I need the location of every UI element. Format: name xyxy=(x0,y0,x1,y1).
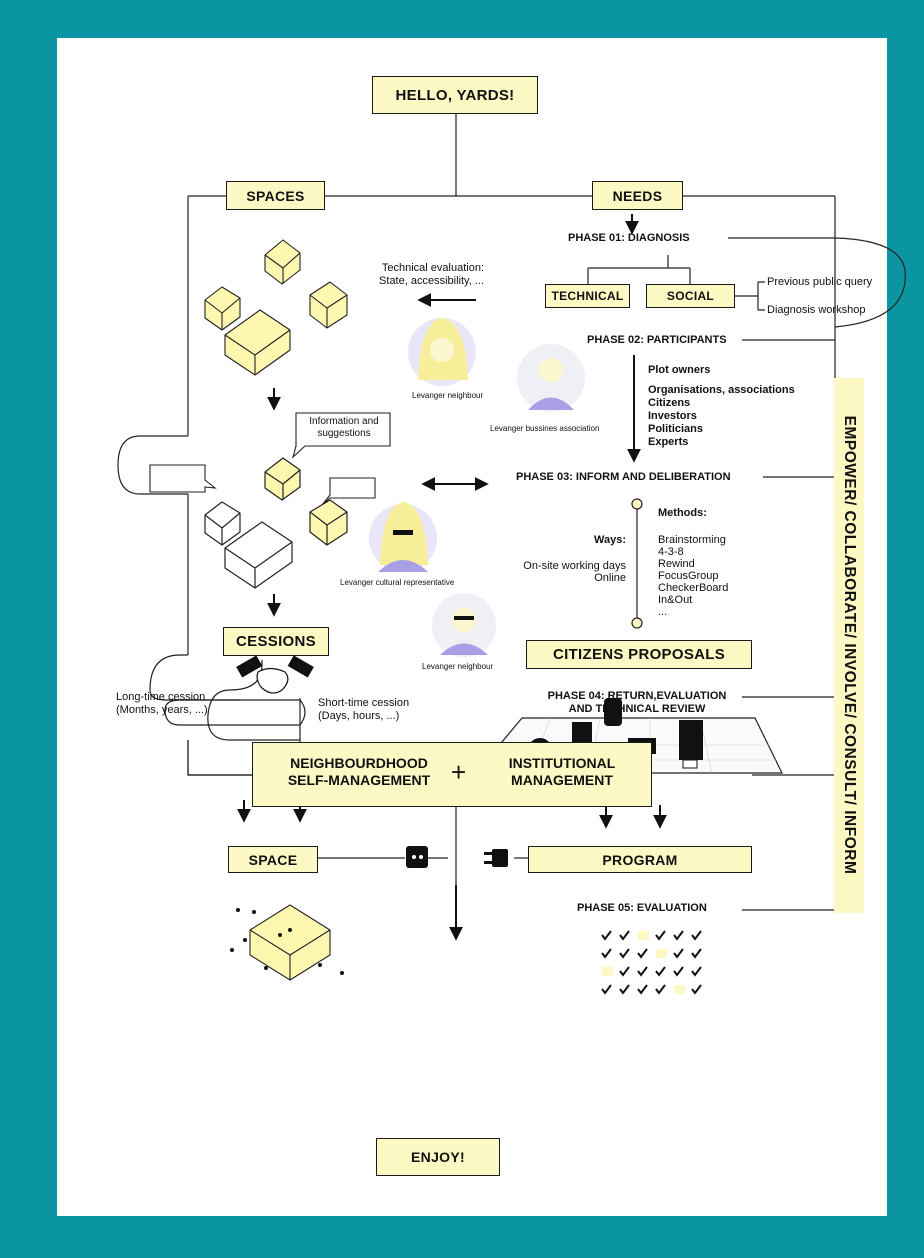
participant-item: Experts xyxy=(648,436,689,448)
needs-box: NEEDS xyxy=(592,181,683,210)
bubble-text-2: suggestions xyxy=(317,428,371,439)
phase02-label: PHASE 02: PARTICIPANTS xyxy=(587,334,727,346)
social-box: SOCIAL xyxy=(646,284,735,308)
persona-label-neighbour-2: Levanger neighbour xyxy=(422,662,494,671)
phase04-line-2: AND TECHNICAL REVIEW xyxy=(568,703,706,715)
institutional-line-1: INSTITUTIONAL xyxy=(508,755,616,771)
persona-label-neighbour: Levanger neighbour xyxy=(412,391,484,400)
long-cession-1: Long-time cession xyxy=(116,691,206,703)
ways-title: Ways: xyxy=(594,534,626,546)
cessions-box: CESSIONS xyxy=(223,627,329,656)
method-item: ... xyxy=(658,606,668,618)
management-box xyxy=(252,742,652,807)
participant-item: Organisations, associations xyxy=(648,384,795,396)
short-cession-1: Short-time cession xyxy=(318,697,410,709)
method-item: FocusGroup xyxy=(658,570,719,582)
neighbourhood-line-2: SELF-MANAGEMENT xyxy=(287,772,431,788)
phase04-line-1: PHASE 04: RETURN,EVALUATION xyxy=(547,690,727,702)
technical-evaluation-1: Technical evaluation: xyxy=(381,262,484,274)
participation-levels: EMPOWER/ COLLABORATE/ INVOLVE/ CONSULT/ … xyxy=(841,415,858,875)
methods-title: Methods: xyxy=(658,507,707,519)
phase03-label: PHASE 03: INFORM AND DELIBERATION xyxy=(516,471,731,483)
method-item: In&Out xyxy=(658,594,693,606)
diagnosis-workshop-label: Diagnosis workshop xyxy=(767,304,866,316)
evaluation-checks xyxy=(601,930,702,995)
participant-item: Politicians xyxy=(648,423,704,435)
phase05-label: PHASE 05: EVALUATION xyxy=(577,902,707,914)
institutional-line-2: MANAGEMENT xyxy=(511,772,613,788)
plot-owners-label: Plot owners xyxy=(648,364,711,376)
persona-label-cultural: Levanger cultural representative xyxy=(340,578,455,587)
method-item: Brainstorming xyxy=(658,534,726,546)
technical-evaluation-2: State, accessibility, ... xyxy=(379,275,484,287)
method-item: 4-3-8 xyxy=(658,546,684,558)
spaces-box: SPACES xyxy=(226,181,325,210)
long-cession-2: (Months, years, ...) xyxy=(116,704,208,716)
method-item: Rewind xyxy=(658,558,695,570)
technical-box: TECHNICAL xyxy=(545,284,630,308)
participant-item: Investors xyxy=(648,410,697,422)
participation-ladder-bar xyxy=(834,378,864,913)
persona-label-business: Levanger bussines association xyxy=(490,424,600,433)
method-item: CheckerBoard xyxy=(658,582,729,594)
enjoy-box: ENJOY! xyxy=(376,1138,500,1176)
bubble-text-1: Information and xyxy=(309,416,379,427)
plus-sign: + xyxy=(451,757,467,787)
citizens-proposals-box: CITIZENS PROPOSALS xyxy=(526,640,752,669)
short-cession-2: (Days, hours, ...) xyxy=(318,710,400,722)
neighbourhood-line-1: NEIGHBOURDHOOD xyxy=(290,755,428,771)
hello-yards-title: HELLO, YARDS! xyxy=(372,76,538,114)
previous-query-label: Previous public query xyxy=(767,276,873,288)
participant-item: Citizens xyxy=(648,397,691,409)
way-item: On-site working days xyxy=(523,560,626,572)
space-box: SPACE xyxy=(228,846,318,873)
way-item: Online xyxy=(594,572,626,584)
program-box: PROGRAM xyxy=(528,846,752,873)
phase01-label: PHASE 01: DIAGNOSIS xyxy=(568,232,690,244)
